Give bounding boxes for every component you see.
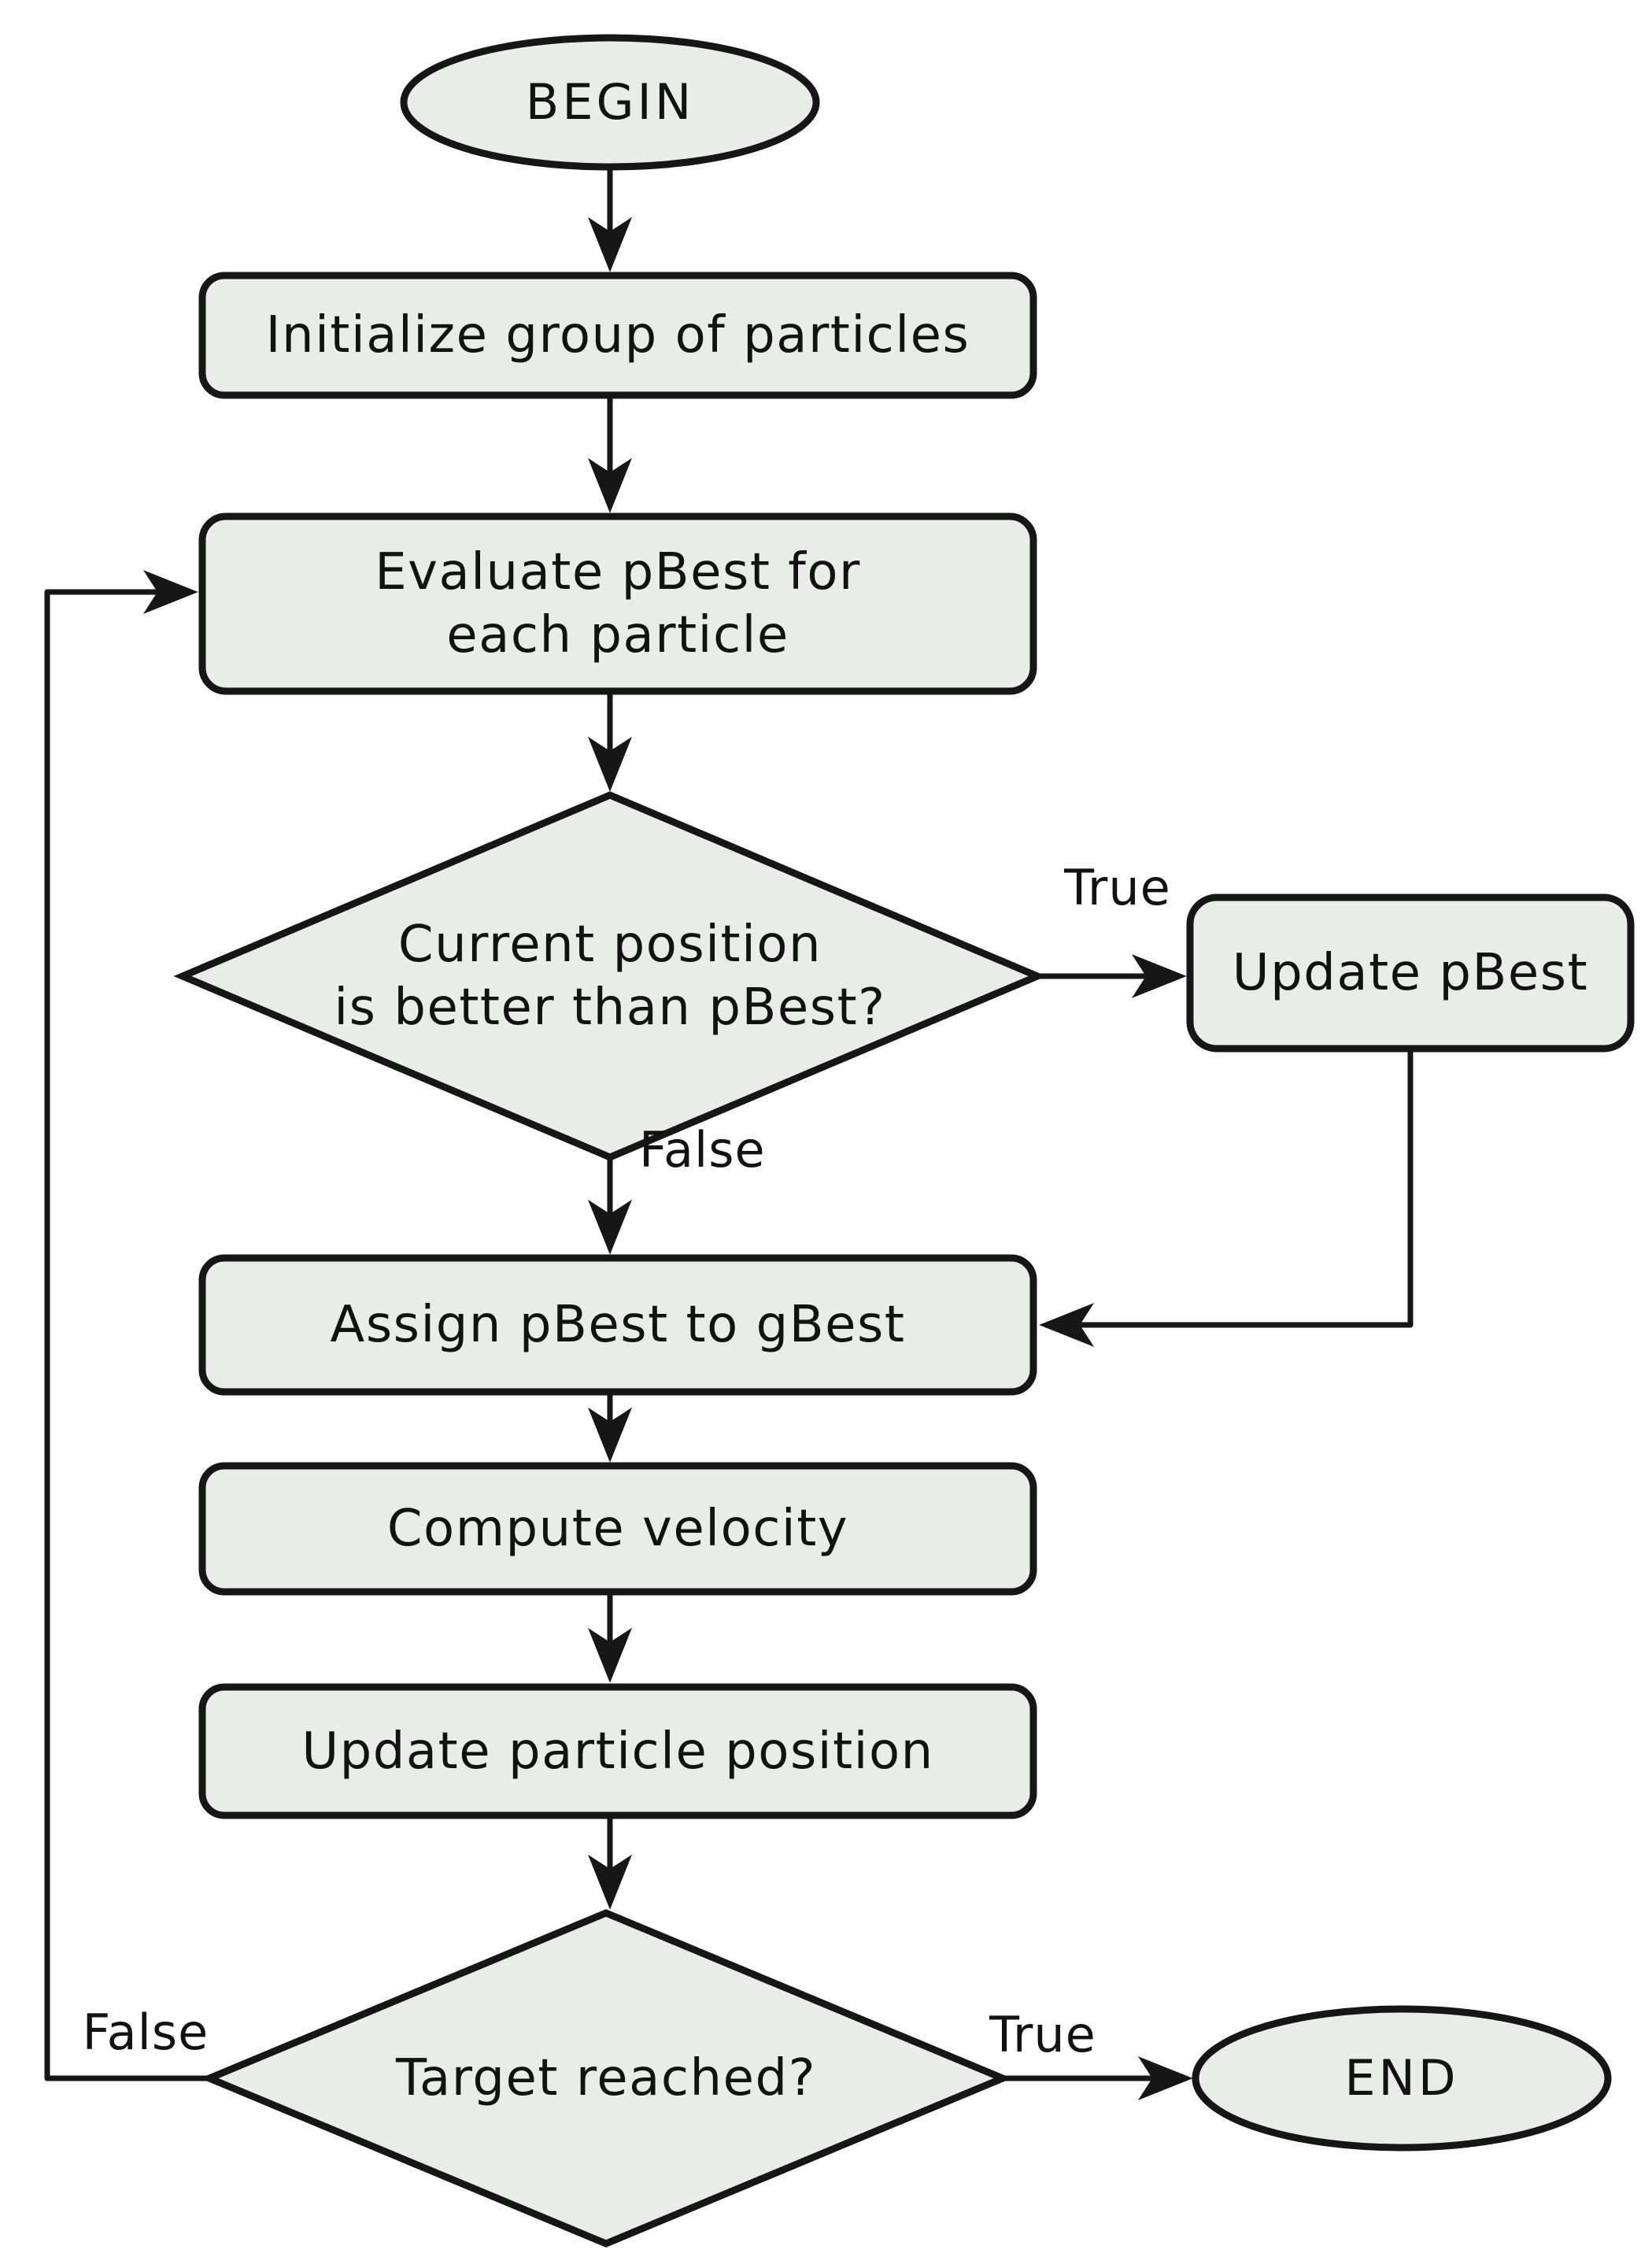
update-pbest-node-label: Update pBest — [1232, 944, 1589, 1002]
decision-pbest-label-line1: Current position — [397, 916, 822, 974]
end-terminator-shape — [1192, 2005, 1612, 2152]
arrow-update-pbest-to-assign — [1039, 1050, 1414, 1347]
evaluate-node-label: Evaluate pBest for each particle — [202, 516, 1033, 691]
update-pbest-process-shape — [1186, 894, 1635, 1053]
compute-velocity-process-shape — [198, 1462, 1037, 1596]
decision-pbest-label-line2: is better than pBest? — [334, 979, 886, 1037]
edge-label-target-true: True — [989, 2006, 1096, 2064]
end-node-label: END — [1344, 2049, 1459, 2107]
update-position-node-label: Update particle position — [301, 1722, 934, 1781]
decision-target-label: Target reached? — [395, 2049, 817, 2107]
initialize-process-shape — [198, 272, 1037, 399]
assign-gbest-process-shape — [198, 1254, 1037, 1396]
evaluate-node-label-line1: Evaluate pBest for — [375, 543, 861, 601]
decision-target-diamond-shape — [200, 1909, 1012, 2248]
edge-label-target-false: False — [82, 2004, 209, 2062]
compute-velocity-node-label: Compute velocity — [386, 1500, 849, 1558]
arrow-target-false-loop-to-evaluate — [44, 570, 209, 2081]
decision-pbest-diamond-shape — [173, 791, 1047, 1161]
begin-node-label: BEGIN — [525, 73, 695, 131]
evaluate-process-shape — [198, 512, 1037, 695]
assign-gbest-node-label: Assign pBest to gBest — [330, 1296, 906, 1354]
edge-label-pbest-true: True — [1064, 859, 1171, 917]
begin-terminator-shape — [400, 34, 820, 171]
initialize-node-label: Initialize group of particles — [265, 306, 970, 364]
decision-pbest-label: Current position is better than pBest? — [183, 858, 1037, 1094]
edge-label-pbest-false: False — [639, 1121, 766, 1179]
update-position-process-shape — [198, 1683, 1037, 1819]
evaluate-node-label-line2: each particle — [446, 606, 789, 664]
